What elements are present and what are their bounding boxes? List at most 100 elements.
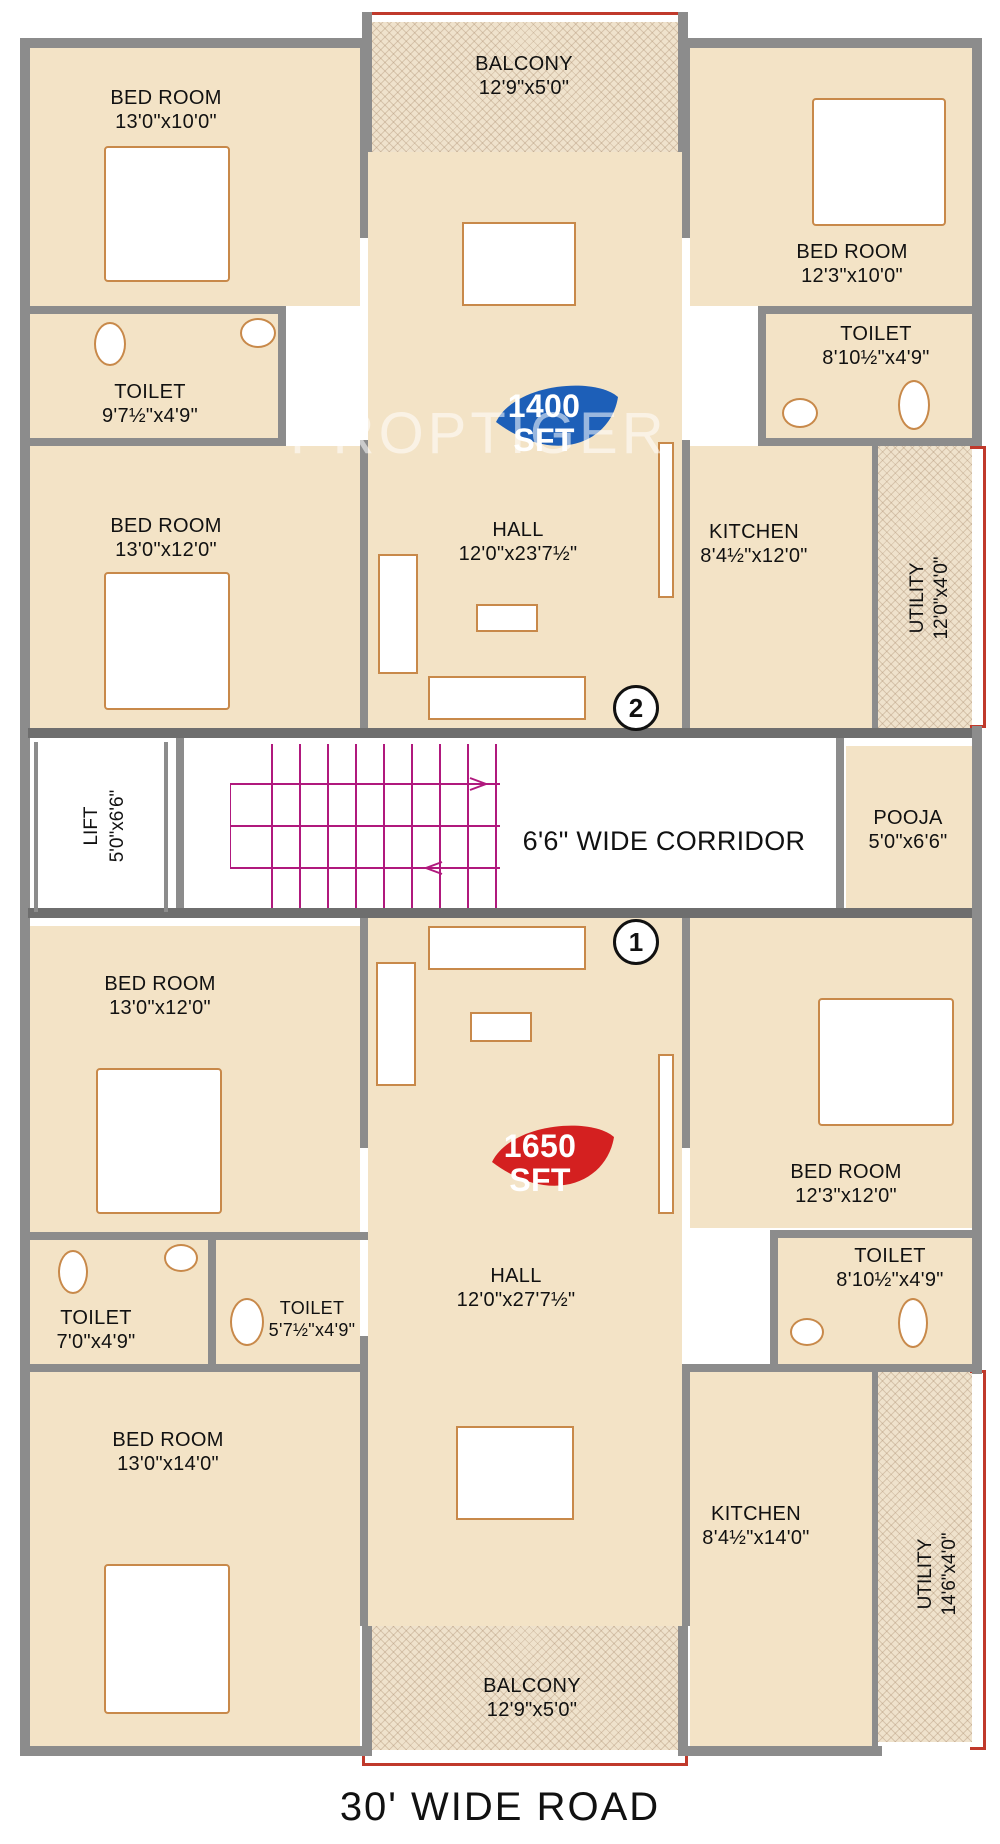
- sofa: [428, 926, 586, 970]
- bed: [104, 1564, 230, 1714]
- sink-fixture: [782, 398, 818, 428]
- wall: [682, 918, 690, 1148]
- room-size: 8'4½"x14'0": [702, 1527, 810, 1549]
- wall: [28, 438, 286, 446]
- room-name: BED ROOM: [110, 515, 222, 537]
- room-size: 12'9"x5'0": [486, 1699, 578, 1721]
- wall: [758, 306, 766, 444]
- room-name: HALL: [492, 519, 544, 541]
- room-size: 5'0"x6'6": [868, 831, 948, 853]
- wall: [682, 440, 690, 730]
- room-size: 7'0"x4'9": [56, 1331, 136, 1353]
- wall: [836, 738, 844, 908]
- room-name: TOILET: [279, 1298, 345, 1318]
- balcony-top-outline: [362, 12, 688, 42]
- room-size: 12'9"x5'0": [478, 77, 570, 99]
- room-name: BED ROOM: [796, 241, 908, 263]
- wall: [28, 728, 972, 738]
- wall: [682, 1364, 972, 1372]
- wall: [972, 38, 982, 446]
- sink-fixture: [240, 318, 276, 348]
- utility-bottom: [878, 1372, 972, 1742]
- wall: [758, 438, 972, 446]
- utility-top-outline: [970, 446, 986, 728]
- wall: [164, 742, 168, 912]
- pooja-room: [846, 746, 972, 910]
- wall: [678, 1626, 688, 1756]
- toilet-fixture: [230, 1298, 264, 1346]
- wall: [360, 48, 368, 238]
- wall: [360, 918, 368, 1148]
- room-name: UTILITY: [915, 1538, 936, 1610]
- watermark: PROPTIGER: [290, 401, 668, 466]
- room-name: BALCONY: [475, 53, 573, 75]
- room-name: BED ROOM: [790, 1161, 902, 1183]
- room-name: TOILET: [114, 381, 186, 403]
- room-size: 5'0"x6'6": [107, 789, 128, 863]
- room-name: BED ROOM: [112, 1429, 224, 1451]
- wall: [770, 1230, 972, 1238]
- sink-fixture: [164, 1244, 198, 1272]
- room-size: 5'7½"x4'9": [268, 1320, 356, 1340]
- tv-unit: [658, 1054, 674, 1214]
- utility-bottom-outline: [970, 1370, 986, 1750]
- room-size: 12'0"x23'7½": [458, 543, 578, 565]
- unit-1400-area-number: 1400: [507, 388, 581, 424]
- balcony-top: [372, 22, 678, 152]
- sofa-side: [378, 554, 418, 674]
- sofa: [428, 676, 586, 720]
- room-size: 13'0"x14'0": [117, 1453, 219, 1475]
- road-label: 30' WIDE ROAD: [339, 1785, 661, 1829]
- wall: [176, 738, 184, 908]
- room-size: 12'3"x12'0": [795, 1185, 897, 1207]
- wall: [872, 1372, 878, 1748]
- corridor-label: 6'6" WIDE CORRIDOR: [522, 826, 806, 856]
- room-name: TOILET: [60, 1307, 132, 1329]
- room-size: 13'0"x12'0": [115, 539, 217, 561]
- staircase: [230, 744, 500, 908]
- wall: [362, 1626, 372, 1756]
- wall: [770, 1230, 778, 1370]
- bed: [96, 1068, 222, 1214]
- room-size: 12'0"x4'0": [931, 556, 952, 640]
- dining-table: [456, 1426, 574, 1520]
- room-name: UTILITY: [907, 562, 928, 634]
- bed: [104, 572, 230, 710]
- tv-unit: [658, 442, 674, 598]
- wall: [208, 1240, 216, 1364]
- balcony-bottom: [372, 1626, 678, 1750]
- balcony-bottom-outline: [362, 1740, 688, 1766]
- kitchen-bottom: [690, 1372, 874, 1750]
- bed: [812, 98, 946, 226]
- wall: [20, 38, 30, 1754]
- sofa-side: [376, 962, 416, 1086]
- wall: [278, 306, 286, 444]
- room-name: TOILET: [840, 323, 912, 345]
- room-name: HALL: [490, 1265, 542, 1287]
- entry-marker-2: 2: [613, 685, 659, 731]
- sink-fixture: [790, 1318, 824, 1346]
- wall: [34, 742, 38, 912]
- wall: [28, 1364, 368, 1372]
- unit-1400-area-unit: SFT: [513, 422, 575, 458]
- room-size: 8'4½"x12'0": [700, 545, 808, 567]
- wall: [766, 306, 972, 314]
- wall: [20, 38, 366, 48]
- wall: [28, 306, 278, 314]
- room-name: BED ROOM: [104, 973, 216, 995]
- kitchen-top: [690, 446, 874, 728]
- utility-top: [878, 446, 972, 728]
- lift-shaft: [38, 746, 166, 910]
- dining-table: [462, 222, 576, 306]
- room-name: LIFT: [81, 806, 102, 846]
- wall: [360, 440, 368, 730]
- coffee-table: [470, 1012, 532, 1042]
- wall: [20, 1746, 366, 1756]
- room-size: 13'0"x12'0": [109, 997, 211, 1019]
- unit-1650-area-unit: SFT: [509, 1162, 571, 1198]
- toilet-fixture: [898, 1298, 928, 1348]
- room-name: BALCONY: [483, 1675, 581, 1697]
- unit-1650-badge: [492, 1125, 614, 1186]
- wall: [872, 446, 878, 728]
